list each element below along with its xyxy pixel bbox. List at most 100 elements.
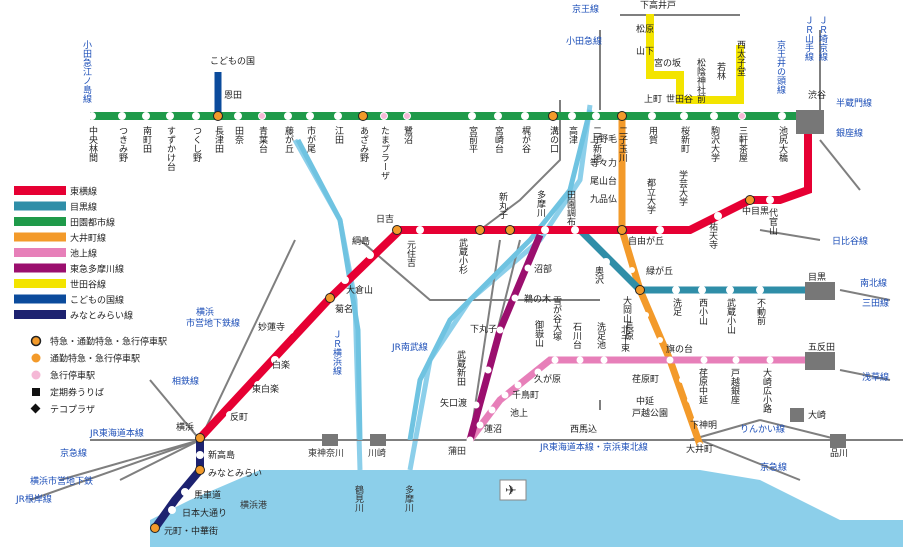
- label-higashikanagawa: 東神奈川: [308, 447, 344, 459]
- station-label: 中央林間: [87, 125, 98, 163]
- station-dot: [472, 401, 480, 409]
- label-jr-tokaido-main: JR東海道本線: [89, 427, 144, 439]
- station-label: 下丸子: [470, 323, 497, 335]
- station-label: 等々力: [590, 157, 617, 169]
- station-dot: [168, 506, 176, 514]
- label-sotetsu: 相鉄線: [172, 375, 199, 387]
- station-label: 武蔵新田: [455, 349, 466, 387]
- station-label: 洗足: [671, 297, 682, 317]
- station-dot: [284, 112, 292, 120]
- legend-label-commute: 通勤特急・急行停車駅: [50, 353, 140, 365]
- station-label: 白楽: [272, 359, 290, 371]
- station-dot: [697, 442, 703, 448]
- station-label: 日吉: [376, 214, 394, 225]
- station-dot: [118, 112, 126, 120]
- legend-swatch-minatomirai: [14, 310, 66, 319]
- station-label: 矢口渡: [440, 397, 467, 409]
- station-dot: [511, 294, 519, 302]
- station-dot: [271, 356, 279, 364]
- legend-icon-local: [31, 370, 41, 380]
- station-label: 目黒: [808, 272, 826, 283]
- station-dot: [181, 488, 189, 496]
- station-dot: [672, 286, 680, 294]
- station-label: 上町: [644, 94, 662, 105]
- station-dot: [548, 111, 558, 121]
- station-dot: [571, 226, 579, 234]
- station-label: 世田谷: [666, 93, 693, 105]
- station-dot: [738, 112, 746, 120]
- hub-kawasaki: [370, 434, 386, 446]
- station-label: 奥沢: [593, 265, 604, 285]
- toyoko-station-dots: [195, 195, 774, 443]
- station-dot: [496, 326, 504, 334]
- station-label: 五反田: [808, 342, 835, 353]
- station-label: 駒沢大学: [709, 125, 720, 162]
- station-dot: [766, 196, 774, 204]
- station-label: 代官山: [767, 208, 778, 235]
- legend-swatch-setagaya: [14, 279, 66, 288]
- line-setagaya: [646, 14, 744, 104]
- hub-osaki: [790, 408, 804, 422]
- hub-shibuya: [796, 110, 824, 134]
- airport-icon: ✈: [499, 479, 527, 501]
- station-dot: [306, 112, 314, 120]
- station-dot: [680, 112, 688, 120]
- oimachi-station-dots: [629, 267, 703, 448]
- station-dot: [714, 212, 722, 220]
- station-label: 蓮沼: [484, 423, 502, 435]
- legend-label-plaza: テコプラザ: [50, 405, 95, 416]
- label-jr-tokaido-keihin: JR東海道本線・京浜東北線: [539, 441, 648, 453]
- station-dot: [341, 276, 349, 284]
- legend-icon-commute: [31, 353, 41, 363]
- svg-text:✈: ✈: [505, 483, 517, 499]
- station-label: 新丸子: [497, 191, 508, 219]
- station-label: 渋谷: [808, 89, 826, 101]
- station-label: 北千束: [619, 325, 630, 353]
- station-dot: [192, 112, 200, 120]
- tokyo-bay: [150, 470, 903, 547]
- station-dot: [358, 111, 368, 121]
- label-jr-saikyo: ＪＲ埼京線: [817, 16, 828, 61]
- station-label: 荏原中延: [697, 368, 708, 405]
- station-names: 中央林間つきみ野南町田すずかけ台つくし野長津田田奈青葉台藤が丘市が尾江田あざみ野…: [87, 0, 848, 537]
- legend-label-minatomirai: みなとみらい線: [70, 310, 133, 322]
- label-tama-river: 多摩川: [403, 484, 414, 512]
- ikegami-station-dots: [466, 356, 816, 444]
- station-label: 宮の坂: [654, 57, 681, 69]
- station-label: 不動前: [755, 298, 766, 326]
- station-label: 雪が谷大塚: [551, 296, 562, 342]
- station-label: 江田: [333, 126, 344, 145]
- legend-label-setagaya: 世田谷線: [70, 279, 106, 291]
- station-label: 若林: [715, 61, 726, 81]
- station-label: 大倉山: [346, 284, 373, 296]
- station-dot: [213, 111, 223, 121]
- legend-label-kodomo: こどもの国線: [70, 294, 124, 306]
- station-label: 鷺沼: [402, 126, 413, 145]
- station-dot: [617, 111, 627, 121]
- station-dot: [484, 366, 492, 374]
- label-yokohama-subway2: 横浜市営地下鉄: [30, 475, 93, 487]
- label-yokohama-port: 横浜港: [240, 499, 267, 511]
- station-dot: [710, 112, 718, 120]
- station-label: 長原: [623, 322, 634, 340]
- legend-icon-ticket: [32, 388, 40, 396]
- station-label: 二子玉川: [617, 126, 628, 162]
- station-dot: [195, 433, 205, 443]
- station-dot: [166, 112, 174, 120]
- label-mita: 三田線: [862, 297, 889, 309]
- station-label: 二子新地: [591, 126, 602, 162]
- station-dot: [657, 337, 663, 343]
- legend-label-toyoko: 東横線: [70, 186, 97, 198]
- label-keio: 京王線: [572, 3, 599, 15]
- station-label: みなとみらい: [208, 468, 262, 479]
- station-dot: [380, 112, 388, 120]
- station-label: 元町・中華街: [164, 525, 218, 537]
- station-label: 西小山: [697, 298, 708, 325]
- station-label: 学芸大学: [677, 169, 688, 206]
- hub-meguro: [805, 282, 835, 300]
- other-labels: 京王線 小田急線 半蔵門線 銀座線 日比谷線 南北線 三田線 浅草線 りんかい線…: [15, 3, 889, 511]
- tamagawa-station-dots: [472, 264, 532, 409]
- legend-swatch-meguro: [14, 201, 66, 211]
- denentoshi-station-dots: [88, 111, 817, 121]
- station-label: 綱島: [352, 235, 370, 247]
